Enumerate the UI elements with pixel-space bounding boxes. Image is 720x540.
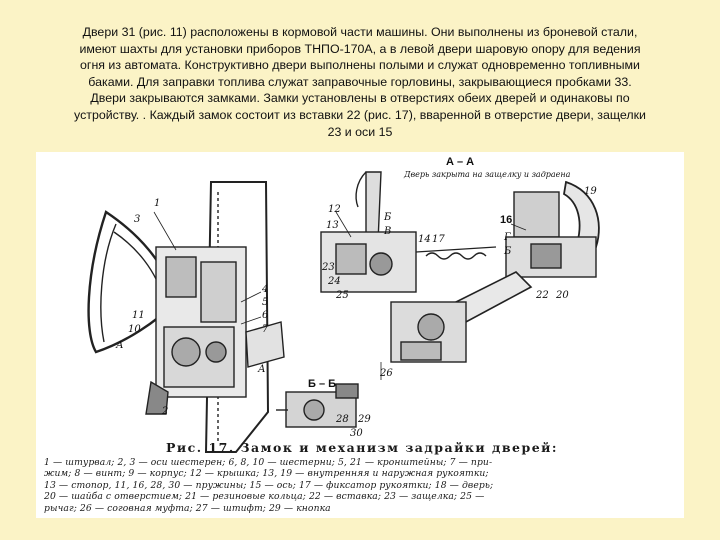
label-B2: Б [504, 246, 512, 257]
label-B: Б [384, 212, 392, 223]
caption-line: 13 — стопор, 11, 16, 28, 30 — пружины; 1… [44, 479, 494, 491]
mechanism-drawing [87, 171, 600, 453]
label-22: 22 [536, 290, 549, 301]
paragraph-line: устройству. . Каждый замок состоит из вс… [74, 107, 646, 122]
paragraph-line: Двери закрываются замками. Замки установ… [90, 91, 630, 106]
label-29: 29 [358, 414, 371, 425]
label-V: В [384, 226, 392, 237]
handwheel [87, 210, 178, 354]
paragraph-line: 23 и оси 15 [327, 124, 393, 139]
label-12: 12 [328, 204, 341, 215]
caption-line: 20 — шайба с отверстием; 21 — резиновые … [44, 491, 485, 503]
label-24: 24 [328, 276, 341, 287]
label-10: 10 [128, 324, 141, 335]
label-G: Г [504, 232, 511, 243]
door-panel [204, 181, 270, 453]
door-note: Дверь закрыта на защелку и задраена [404, 170, 571, 179]
section-label-bb: Б – Б [308, 378, 337, 390]
paragraph-line: имеют шахты для установки приборов ТНПО-… [79, 41, 641, 56]
label-19: 19 [584, 186, 597, 197]
caption-line: 1 — штурвал; 2, 3 — оси шестерен; 6, 8, … [44, 457, 493, 468]
label-3: 3 [134, 214, 141, 225]
caption-title: Рис. 17. Замок и механизм задрайки двере… [165, 440, 559, 455]
label-30: 30 [350, 428, 363, 439]
slide-paragraph: Двери 31 (рис. 11) расположены в кормово… [10, 24, 710, 140]
label-2: 2 [162, 406, 169, 417]
technical-figure: А – А Дверь закрыта на защелку и задраен… [36, 152, 684, 518]
label-28: 28 [336, 414, 349, 425]
label-6: 6 [262, 310, 269, 321]
label-A-left: А [116, 340, 124, 351]
paragraph-line: баками. Для заправки топлива служат запр… [88, 74, 632, 89]
paragraph-line: Двери 31 (рис. 11) расположены в кормово… [82, 25, 638, 39]
label-21: 20 [556, 290, 569, 301]
label-17: 17 [432, 234, 445, 245]
label-16: 16 [500, 214, 513, 226]
label-7: 7 [262, 324, 269, 335]
caption-line: жим; 8 — винт; 9 — корпус; 12 — крышка; … [44, 468, 489, 480]
label-4: 4 [262, 284, 269, 295]
label-26: 26 [380, 368, 393, 379]
label-A-right: А [258, 364, 266, 375]
label-1: 1 [154, 198, 161, 209]
label-11: 11 [132, 310, 145, 321]
label-13: 13 [326, 220, 339, 231]
label-25: 25 [336, 290, 349, 301]
label-5: 5 [262, 297, 269, 308]
section-label-aa: А – А [446, 156, 475, 168]
label-23: 23 [322, 262, 335, 273]
label-14: 14 [418, 234, 431, 245]
paragraph-line: огня из автомата. Конструктивно двери вы… [80, 58, 640, 73]
caption-line: рычаг; 26 — соговная муфта; 27 — штифт; … [44, 502, 331, 514]
figure-caption: Рис. 17. Замок и механизм задрайки двере… [44, 440, 680, 514]
